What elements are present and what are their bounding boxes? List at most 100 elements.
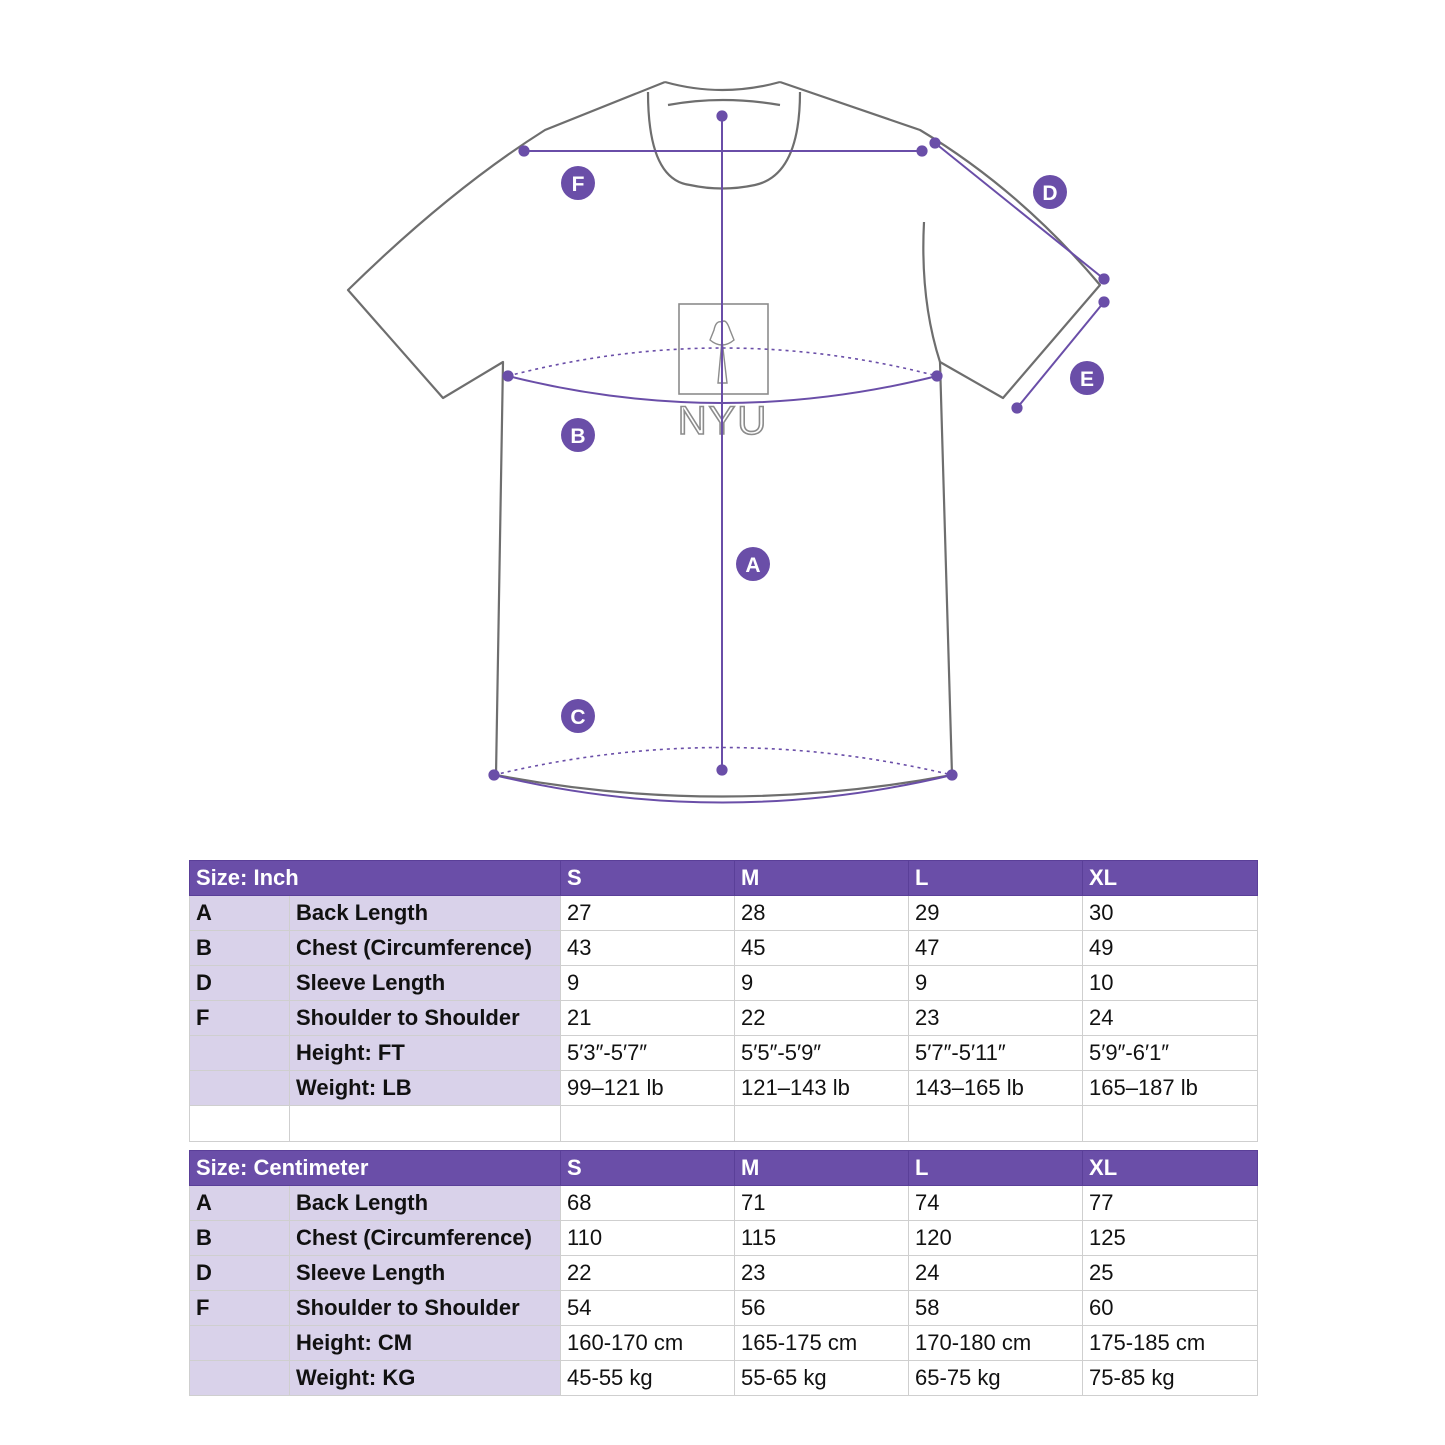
svg-text:C: C bbox=[570, 706, 585, 729]
measurement-lines bbox=[488, 110, 1110, 804]
table-title: Size: Inch bbox=[189, 860, 561, 896]
svg-text:B: B bbox=[570, 425, 585, 448]
size-header: XL bbox=[1082, 860, 1258, 896]
svg-text:A: A bbox=[745, 554, 760, 577]
label-badge-c: C bbox=[561, 699, 595, 733]
table-cell: 71 bbox=[734, 1185, 910, 1221]
measure-line-c-front bbox=[488, 769, 958, 804]
size-header: M bbox=[734, 860, 909, 896]
table-row: A Back Length 68 71 74 77 bbox=[189, 1185, 1259, 1221]
table-cell: 165–187 lb bbox=[1082, 1070, 1258, 1106]
row-label: Height: CM bbox=[288, 1325, 562, 1361]
label-badge-b: B bbox=[561, 418, 595, 452]
row-letter: A bbox=[189, 1185, 290, 1221]
row-label: Height: FT bbox=[289, 1035, 561, 1071]
table-cell: 115 bbox=[734, 1220, 910, 1256]
measure-line-b-front bbox=[502, 370, 943, 404]
size-header: XL bbox=[1082, 1150, 1259, 1186]
table-cell: 74 bbox=[908, 1185, 1084, 1221]
table-cell: 120 bbox=[908, 1220, 1084, 1256]
table-header-row: Size: Centimeter S M L XL bbox=[188, 1150, 1259, 1186]
table-cell: 143–165 lb bbox=[908, 1070, 1083, 1106]
table-cell: 77 bbox=[1082, 1185, 1259, 1221]
table-cell: 5′5″-5′9″ bbox=[734, 1035, 909, 1071]
row-letter bbox=[189, 1070, 290, 1106]
row-label: Sleeve Length bbox=[289, 965, 561, 1001]
table-cell: 170-180 cm bbox=[908, 1325, 1084, 1361]
table-row: B Chest (Circumference) 43 45 47 49 bbox=[189, 930, 1258, 966]
measure-line-d bbox=[929, 137, 1110, 285]
measure-line-e bbox=[1011, 296, 1110, 414]
row-letter: F bbox=[189, 1000, 290, 1036]
size-header: S bbox=[560, 860, 735, 896]
table-row: Weight: KG 45-55 kg 55-65 kg 65-75 kg 75… bbox=[189, 1360, 1259, 1396]
row-letter: B bbox=[189, 1220, 290, 1256]
table-cell: 5′9″-6′1″ bbox=[1082, 1035, 1258, 1071]
table-header-row: Size: Inch S M L XL bbox=[189, 860, 1258, 896]
table-cell: 5′7″-5′11″ bbox=[908, 1035, 1083, 1071]
table-cell: 24 bbox=[908, 1255, 1084, 1291]
svg-text:E: E bbox=[1080, 368, 1094, 391]
table-cell: 45 bbox=[734, 930, 909, 966]
size-header: M bbox=[734, 1150, 910, 1186]
table-cell: 24 bbox=[1082, 1000, 1258, 1036]
tshirt-measurement-diagram: NYU F D E B A C bbox=[346, 80, 1110, 804]
row-letter: A bbox=[189, 895, 290, 931]
table-cell: 165-175 cm bbox=[734, 1325, 910, 1361]
size-header: L bbox=[908, 1150, 1084, 1186]
table-cell: 54 bbox=[560, 1290, 736, 1326]
spacer-row bbox=[189, 1105, 1258, 1142]
table-cell: 22 bbox=[734, 1000, 909, 1036]
table-cell: 10 bbox=[1082, 965, 1258, 1001]
row-label: Back Length bbox=[288, 1185, 562, 1221]
table-cell: 21 bbox=[560, 1000, 735, 1036]
table-title: Size: Centimeter bbox=[188, 1150, 562, 1186]
row-letter: B bbox=[189, 930, 290, 966]
label-badge-f: F bbox=[561, 166, 595, 200]
table-cell: 125 bbox=[1082, 1220, 1259, 1256]
table-cell: 22 bbox=[560, 1255, 736, 1291]
table-cell: 75-85 kg bbox=[1082, 1360, 1259, 1396]
row-label: Chest (Circumference) bbox=[288, 1220, 562, 1256]
measure-line-c-back bbox=[493, 746, 953, 776]
size-header: L bbox=[908, 860, 1083, 896]
table-cell: 49 bbox=[1082, 930, 1258, 966]
svg-text:D: D bbox=[1042, 182, 1057, 205]
table-cell: 110 bbox=[560, 1220, 736, 1256]
table-cell: 58 bbox=[908, 1290, 1084, 1326]
row-letter bbox=[189, 1035, 290, 1071]
label-badge-a: A bbox=[736, 547, 770, 581]
table-cell: 56 bbox=[734, 1290, 910, 1326]
table-cell: 9 bbox=[560, 965, 735, 1001]
row-label: Weight: LB bbox=[289, 1070, 561, 1106]
table-cell: 30 bbox=[1082, 895, 1258, 931]
row-letter bbox=[189, 1325, 290, 1361]
size-table-cm: Size: Centimeter S M L XL A Back Length … bbox=[188, 1150, 1259, 1396]
table-cell: 43 bbox=[560, 930, 735, 966]
table-cell: 23 bbox=[908, 1000, 1083, 1036]
table-cell: 65-75 kg bbox=[908, 1360, 1084, 1396]
table-cell: 23 bbox=[734, 1255, 910, 1291]
label-badge-d: D bbox=[1033, 175, 1067, 209]
row-label: Shoulder to Shoulder bbox=[289, 1000, 561, 1036]
table-cell: 9 bbox=[908, 965, 1083, 1001]
table-cell: 160-170 cm bbox=[560, 1325, 736, 1361]
table-cell: 45-55 kg bbox=[560, 1360, 736, 1396]
size-header: S bbox=[560, 1150, 736, 1186]
row-label: Sleeve Length bbox=[288, 1255, 562, 1291]
row-label: Back Length bbox=[289, 895, 561, 931]
table-cell: 9 bbox=[734, 965, 909, 1001]
table-cell: 29 bbox=[908, 895, 1083, 931]
svg-text:F: F bbox=[572, 173, 585, 196]
table-row: Height: CM 160-170 cm 165-175 cm 170-180… bbox=[189, 1325, 1259, 1361]
row-letter: D bbox=[189, 965, 290, 1001]
table-cell: 175-185 cm bbox=[1082, 1325, 1259, 1361]
table-row: D Sleeve Length 22 23 24 25 bbox=[189, 1255, 1259, 1291]
table-cell: 99–121 lb bbox=[560, 1070, 735, 1106]
table-cell: 5′3″-5′7″ bbox=[560, 1035, 735, 1071]
table-cell: 28 bbox=[734, 895, 909, 931]
table-row: Height: FT 5′3″-5′7″ 5′5″-5′9″ 5′7″-5′11… bbox=[189, 1035, 1258, 1071]
table-row: B Chest (Circumference) 110 115 120 125 bbox=[189, 1220, 1259, 1256]
table-row: Weight: LB 99–121 lb 121–143 lb 143–165 … bbox=[189, 1070, 1258, 1106]
row-letter bbox=[189, 1360, 290, 1396]
